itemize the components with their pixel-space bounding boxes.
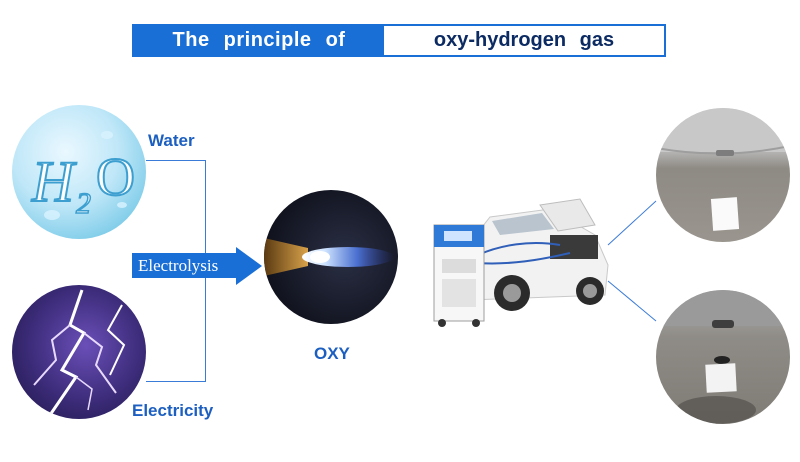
flame-icon [264, 238, 394, 276]
soot-paper-icon [656, 290, 790, 424]
banner-left-text: The principle of [134, 26, 384, 55]
exhaust-clean-photo [656, 108, 790, 242]
result-connectors [607, 200, 657, 322]
svg-text:2: 2 [76, 187, 91, 220]
oxy-label: OXY [314, 344, 350, 363]
connector-bottom [146, 381, 206, 382]
banner-right-text: oxy-hydrogen gas [384, 26, 664, 55]
electricity-label: Electricity [132, 401, 214, 420]
svg-text:H: H [31, 149, 77, 214]
exhaust-dirty-photo [656, 290, 790, 424]
title-banner: The principle of oxy-hydrogen gas [132, 24, 666, 57]
machine-car-illustration [430, 195, 610, 330]
connector-top [146, 160, 206, 161]
water-label: Water [148, 131, 195, 150]
water-image: H 2 O [12, 105, 146, 239]
car-icon [433, 198, 609, 327]
arrow-head-icon [236, 247, 262, 285]
svg-text:O: O [96, 147, 135, 207]
lightning-image [12, 285, 146, 419]
lightning-icon [33, 289, 126, 416]
bumper-icon [656, 108, 790, 231]
electrolysis-label: Electrolysis [138, 255, 219, 275]
water-drops-icon: H 2 O [30, 131, 136, 221]
electrolysis-arrow: Electrolysis [132, 253, 236, 278]
flame-image [264, 190, 398, 324]
